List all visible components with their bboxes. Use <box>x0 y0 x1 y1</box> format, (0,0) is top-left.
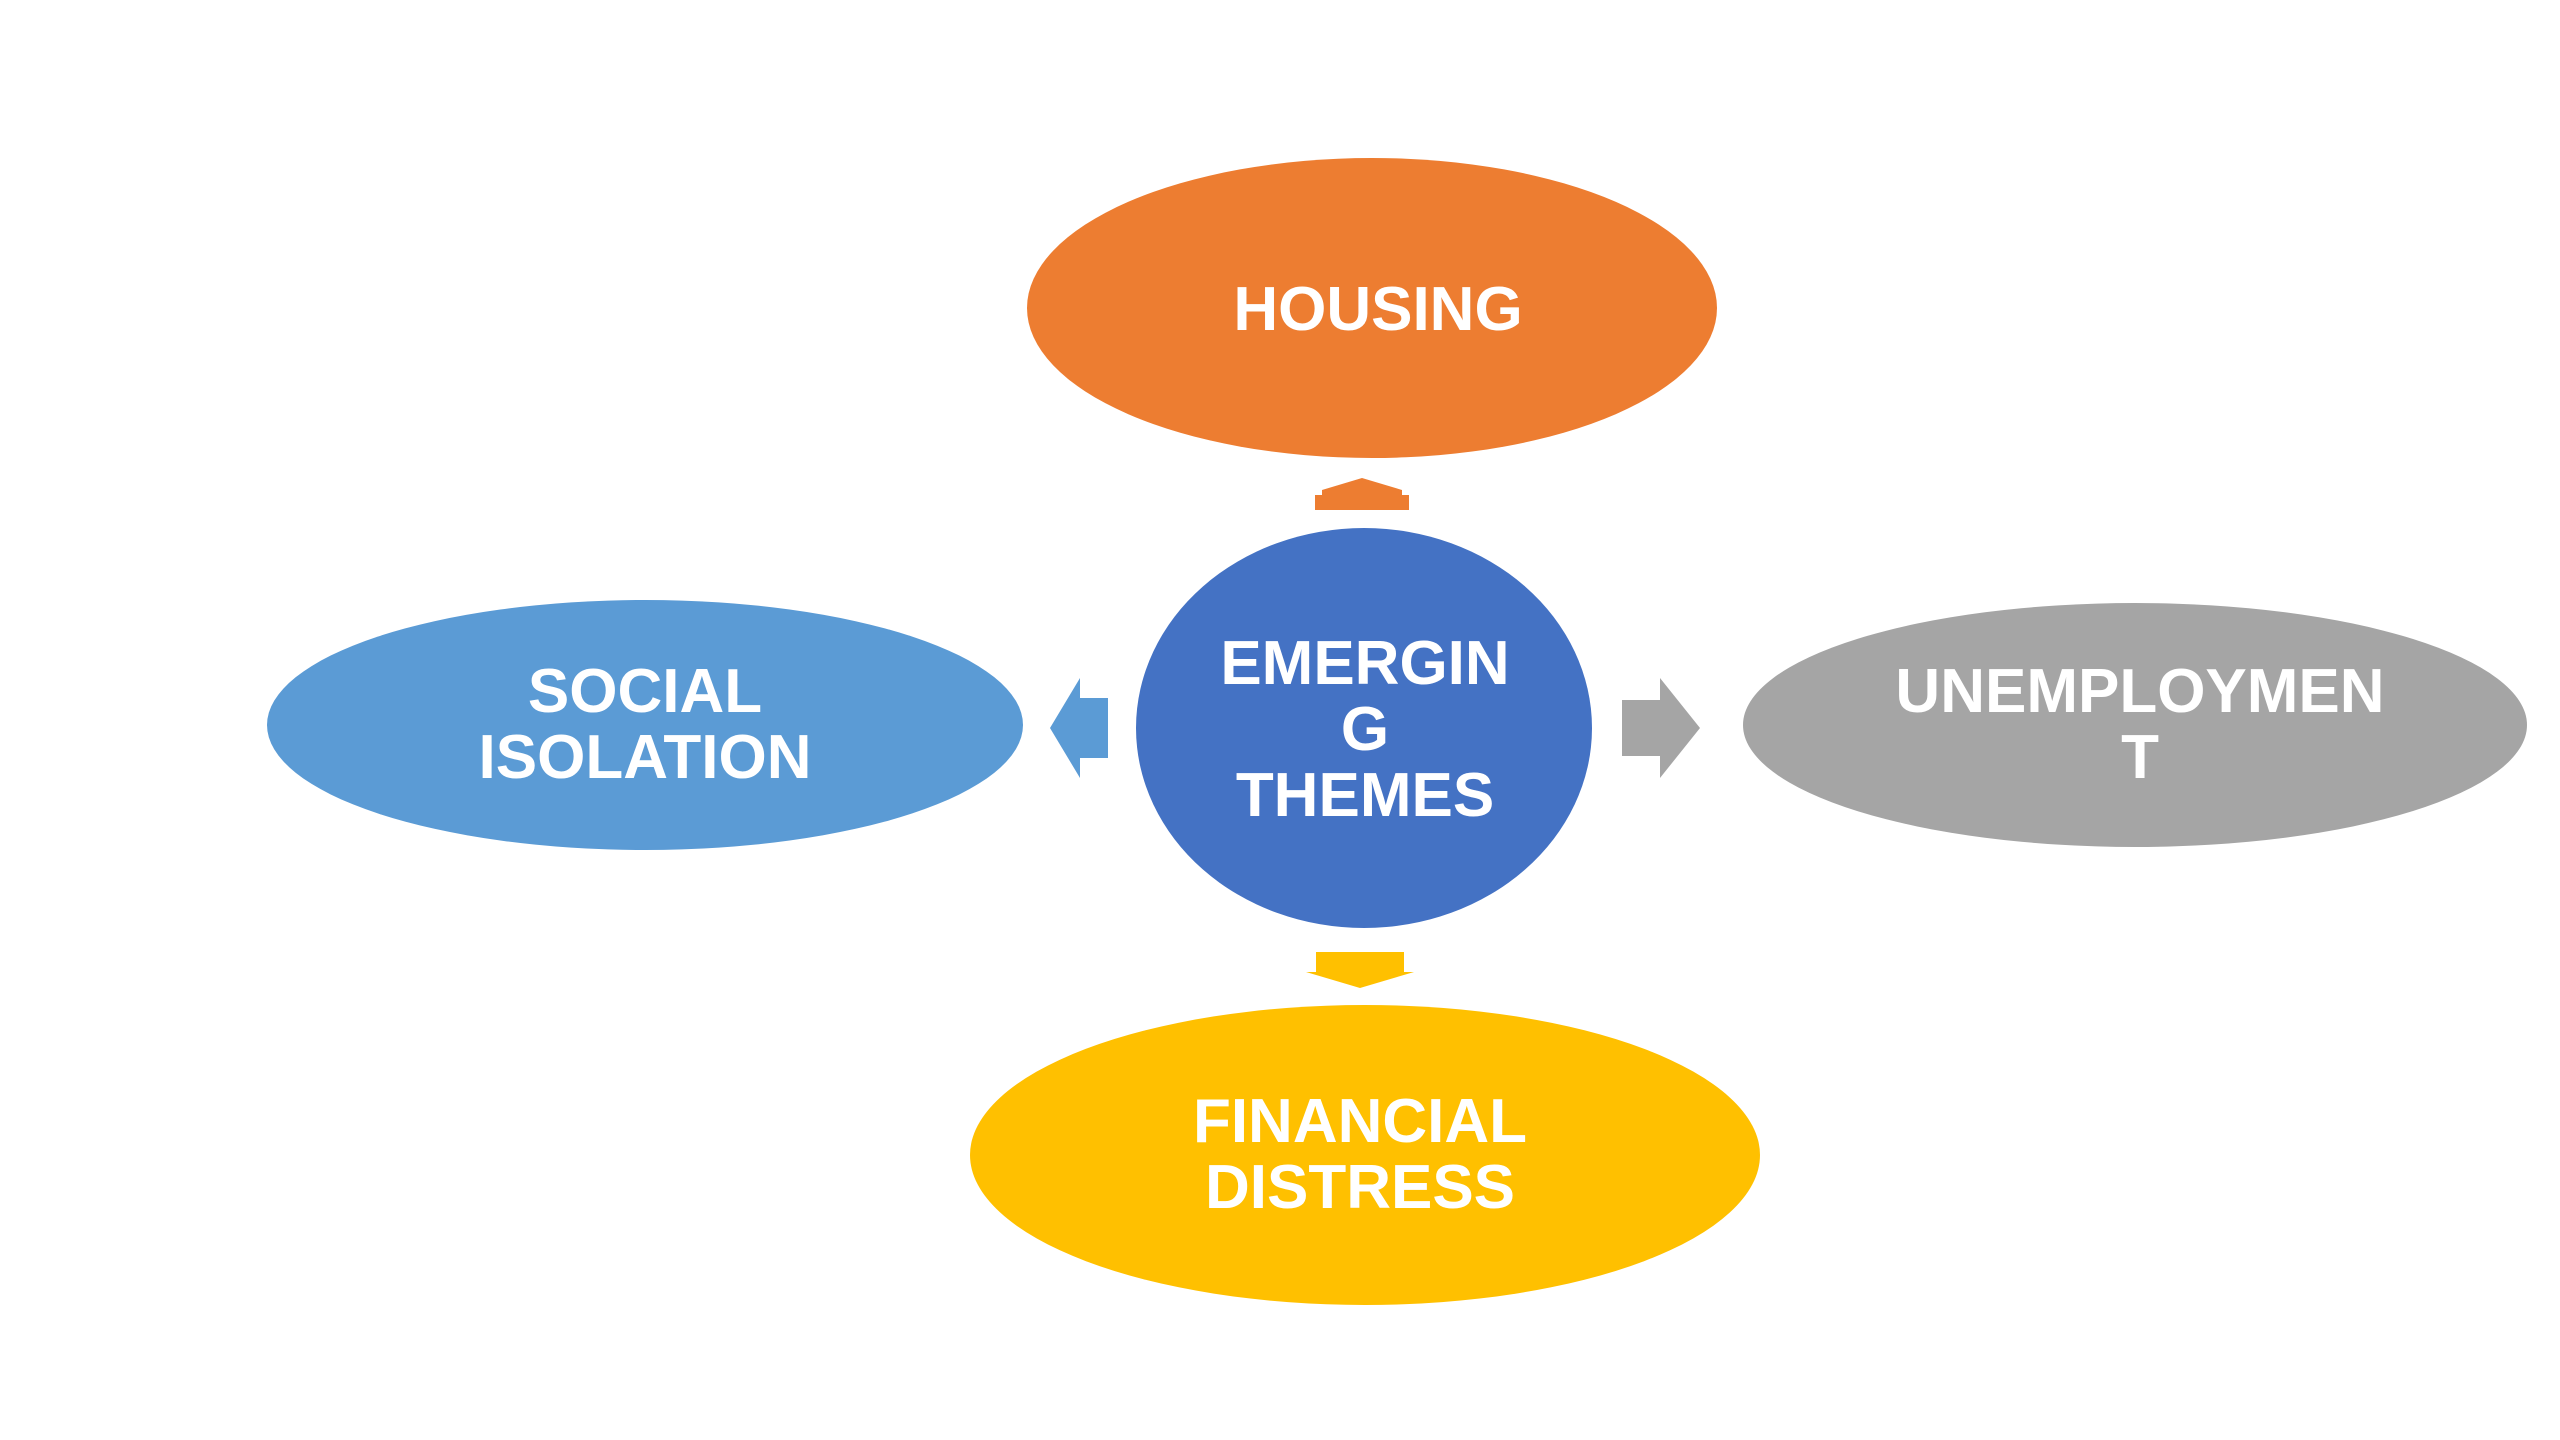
arrow-down-financial <box>1306 952 1414 988</box>
housing-node <box>1027 158 1717 458</box>
social-isolation-node <box>267 600 1023 850</box>
center-node <box>1136 528 1592 928</box>
arrow-right-unemployment <box>1622 678 1700 778</box>
financial-distress-node <box>970 1005 1760 1305</box>
arrow-left-social <box>1050 678 1108 778</box>
unemployment-node <box>1743 603 2527 847</box>
arrow-up-housing <box>1315 478 1409 510</box>
